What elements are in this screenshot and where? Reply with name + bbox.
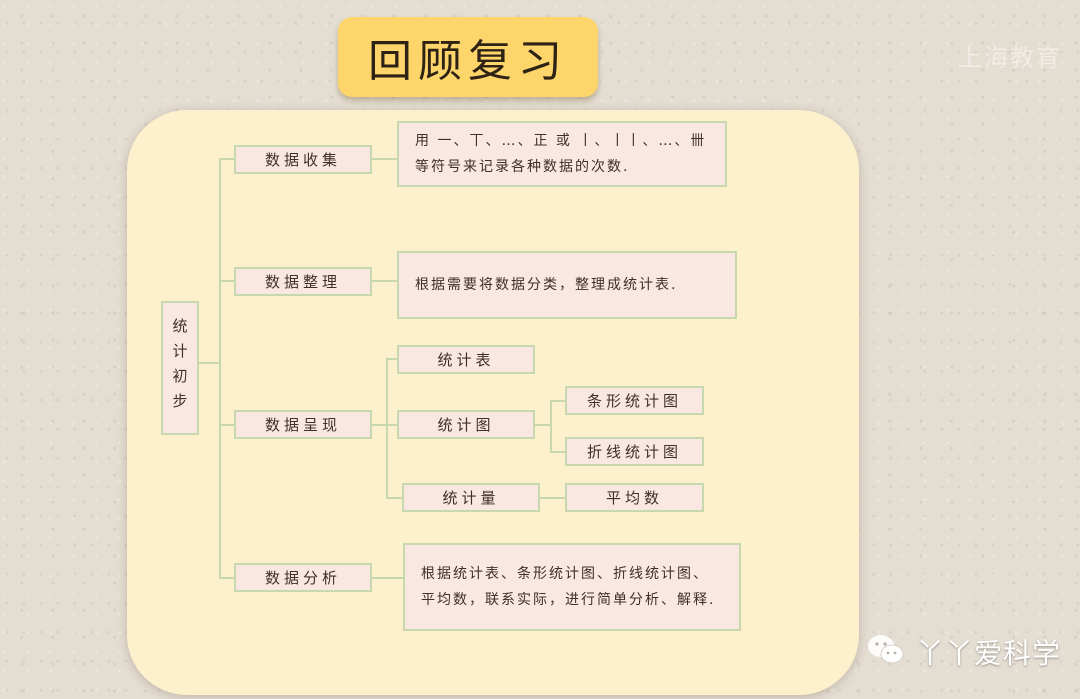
node-average: 平均数 <box>565 483 704 512</box>
node-data-analysis: 数据分析 <box>234 563 372 592</box>
node-data-presentation: 数据呈现 <box>234 410 372 439</box>
connector <box>550 400 552 452</box>
connector <box>219 424 235 426</box>
footer-label: 丫丫爱科学 <box>916 637 1062 670</box>
node-line-chart: 折线统计图 <box>565 437 704 466</box>
node-data-organization: 数据整理 <box>234 267 372 296</box>
connector <box>219 577 235 579</box>
connector <box>219 158 235 160</box>
connector <box>371 577 403 579</box>
connector <box>219 280 235 282</box>
watermark-top: 上海教育 <box>958 44 1062 72</box>
node-statistic: 统计量 <box>402 483 540 512</box>
footer-watermark: 丫丫爱科学 <box>866 632 1061 672</box>
connector <box>386 358 398 360</box>
connector <box>371 158 398 160</box>
connector <box>371 424 398 426</box>
detail-data-collection: 用 一、丅、…、正 或 丨、丨丨、…、卌 等符号来记录各种数据的次数. <box>397 121 727 187</box>
root-node: 统计初步 <box>161 301 199 435</box>
page-title: 回顾复习 <box>368 36 568 87</box>
connector <box>219 158 221 578</box>
detail-data-organization: 根据需要将数据分类，整理成统计表. <box>397 251 737 319</box>
title-badge: 回顾复习 <box>338 17 598 97</box>
wechat-icon <box>866 633 906 671</box>
node-bar-chart: 条形统计图 <box>565 386 704 415</box>
connector <box>386 358 388 498</box>
connector <box>386 497 403 499</box>
node-data-collection: 数据收集 <box>234 145 372 174</box>
connector <box>540 497 566 499</box>
detail-data-analysis: 根据统计表、条形统计图、折线统计图、平均数，联系实际，进行简单分析、解释. <box>403 543 741 631</box>
connector <box>550 400 566 402</box>
node-statistical-table: 统计表 <box>397 345 535 374</box>
connector <box>535 424 551 426</box>
node-statistical-chart: 统计图 <box>397 410 535 439</box>
connector <box>371 280 398 282</box>
connector <box>550 451 566 453</box>
connector <box>198 362 220 364</box>
